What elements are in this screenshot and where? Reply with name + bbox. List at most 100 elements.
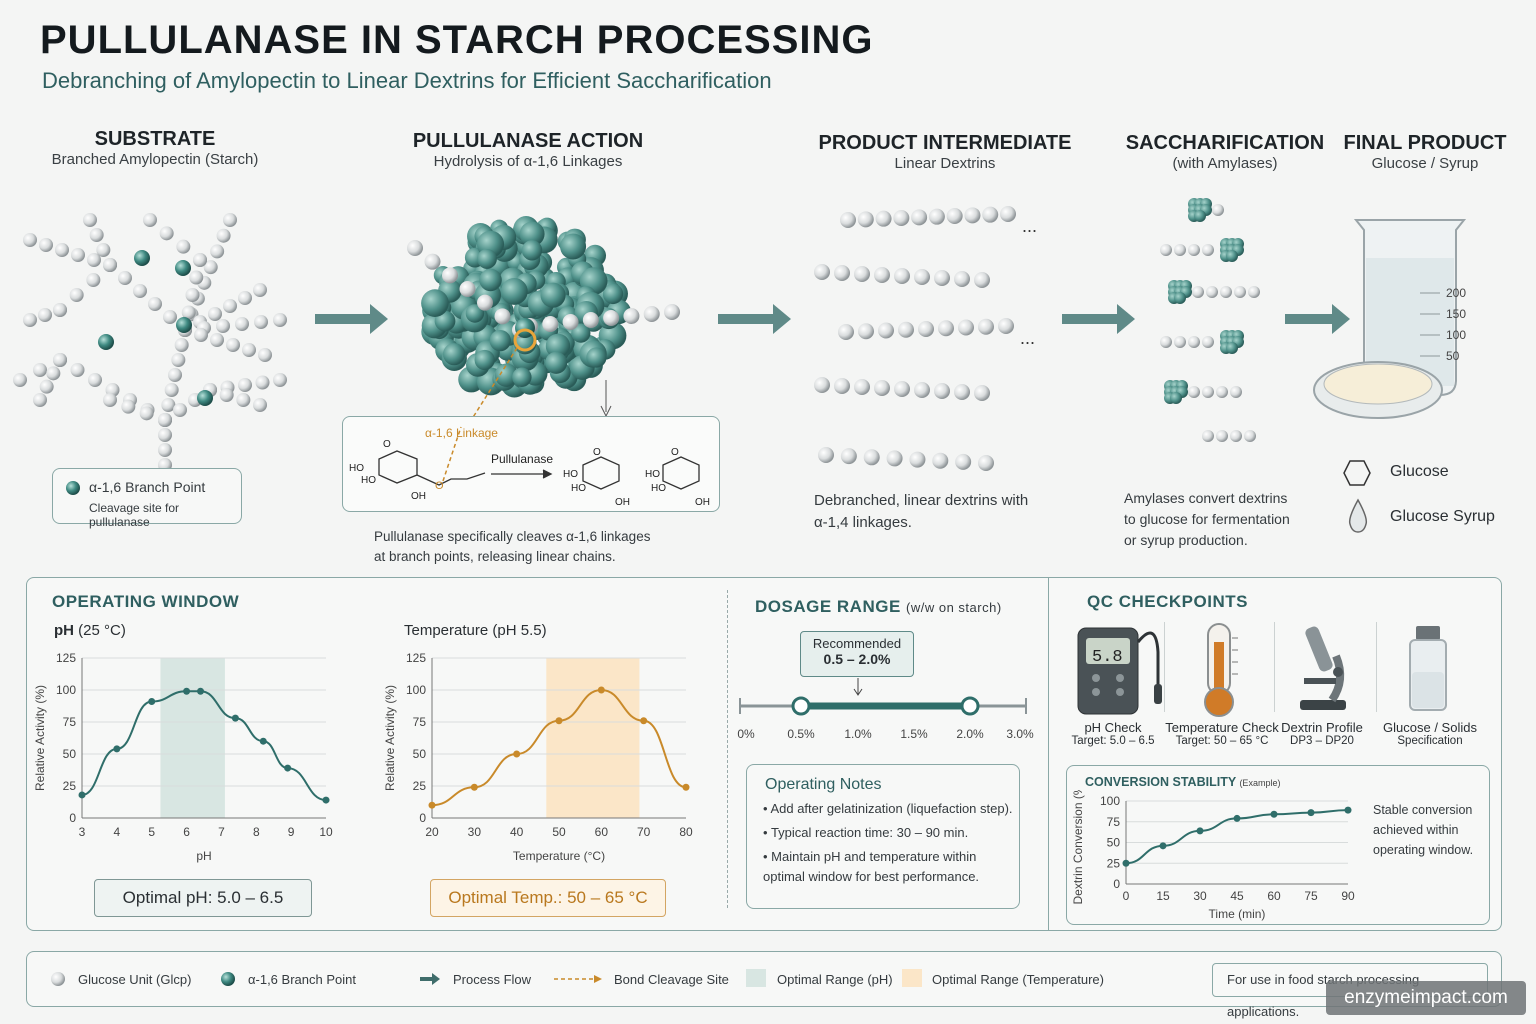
intermediate-caption: Debranched, linear dextrins with α-1,4 l… [814, 490, 1028, 534]
data-point [322, 796, 330, 804]
protein-atom [479, 268, 502, 292]
glucose-bead [235, 317, 249, 331]
temp-chart-cond: (pH 5.5) [492, 622, 547, 639]
stage-pullulanase: PULLULANASE ACTION Hydrolysis of α-1,6 L… [400, 130, 656, 170]
ph-meter-icon: 5.8 [1077, 627, 1162, 715]
branch-point-bead [134, 250, 150, 266]
glucose-bead [255, 375, 270, 390]
glucose-bead [148, 297, 162, 311]
data-point [113, 745, 121, 753]
notes-list: • Add after gelatinization (liquefaction… [763, 799, 1013, 887]
ho-label: HO [651, 483, 666, 494]
glucose-bead [932, 452, 949, 469]
glucose-bead [1188, 386, 1200, 398]
data-point [1233, 814, 1241, 822]
oh-label: OH [411, 491, 426, 502]
stage-sub: Glucose / Syrup [1371, 155, 1479, 172]
glucose-bead [163, 310, 177, 324]
glucose-bead [894, 381, 910, 397]
glucose-bead [494, 308, 511, 325]
teal-swatch-icon [746, 969, 766, 987]
glucose-bead [174, 338, 189, 352]
qc-item-label: Temperature Check [1165, 720, 1279, 735]
glucose-bead [87, 253, 101, 267]
recommended-pointer [853, 678, 863, 696]
qc-item-sub: Target: 50 – 65 °C [1175, 735, 1269, 747]
ellipsis: ... [1022, 216, 1037, 236]
divider [1164, 622, 1165, 712]
optimal-range-band [160, 658, 225, 818]
stage-substrate: SUBSTRATE Branched Amylopectin (Starch) [40, 128, 270, 168]
petri-dish-icon [1313, 361, 1443, 419]
stability-title: CONVERSION STABILITY (Example) [1085, 775, 1280, 789]
glucose-bead [193, 253, 207, 267]
recommended-value: 0.5 – 2.0% [823, 651, 891, 667]
glucose-bead [173, 403, 187, 417]
x-tick-label: 80 [679, 825, 693, 839]
glucose-bead [1174, 244, 1186, 256]
x-axis-label: pH [196, 849, 211, 863]
x-tick-label: 70 [637, 825, 651, 839]
qc-item-ph: pH Check Target: 5.0 – 6.5 [1066, 720, 1160, 747]
x-tick-label: 40 [510, 825, 524, 839]
data-point [1122, 859, 1130, 867]
glucose-bead [273, 313, 287, 327]
protein-atom [545, 351, 568, 374]
glucose-bead [171, 353, 186, 367]
reaction-box: α-1,6 Linkage Pullulanase HO HO OH O O H… [342, 416, 720, 512]
branch-point-bead [98, 334, 114, 350]
glucose-bead [133, 284, 147, 298]
droplet-icon [1348, 498, 1368, 533]
dosage-range-slider: 0%0.5%1.0%1.5%2.0%3.0% [737, 678, 1034, 741]
data-point [1270, 810, 1278, 818]
note-item: • Add after gelatinization (liquefaction… [763, 801, 1013, 816]
glucose-bead [158, 443, 172, 457]
glucose-bead [814, 377, 830, 393]
glucose-bead [1206, 286, 1218, 298]
ph-chart-title: pH (25 °C) [54, 622, 126, 639]
glucose-bead [1188, 336, 1200, 348]
glucose-bead [223, 213, 237, 227]
dosage-tick-label: 1.0% [844, 727, 872, 741]
glucose-bead [1202, 244, 1214, 256]
stage-title: PULLULANASE ACTION [412, 130, 644, 152]
x-tick-label: 7 [218, 825, 225, 839]
temp-chart-title: Temperature (pH 5.5) [404, 622, 547, 639]
glucose-bead [857, 211, 874, 228]
qc-item-label: Dextrin Profile [1281, 720, 1363, 735]
glucose-bead [643, 306, 660, 322]
y-tick-label: 50 [63, 747, 77, 761]
dosage-tick-label: 1.5% [900, 727, 928, 741]
glucose-bead [121, 399, 136, 414]
glucose-bead [53, 353, 67, 367]
y-tick-label: 75 [63, 715, 77, 729]
y-axis-label: Relative Activity (%) [383, 685, 397, 791]
glucose-bead [71, 248, 85, 262]
amylase-enzyme [1170, 392, 1182, 404]
dashed-line-icon [554, 975, 602, 983]
glucose-bead [1244, 430, 1256, 442]
y-tick-label: 25 [63, 779, 77, 793]
dosage-title: DOSAGE RANGE (w/w on starch) [755, 597, 1002, 617]
stage-intermediate: PRODUCT INTERMEDIATE Linear Dextrins [810, 132, 1080, 172]
caption-line: operating window. [1373, 843, 1474, 857]
o-label: O [671, 447, 679, 458]
glucose-bead [840, 448, 857, 465]
branch-point-key: α-1,6 Branch Point Cleavage site for pul… [52, 468, 242, 529]
dosage-title-text: DOSAGE RANGE [755, 597, 901, 616]
glucose-bead [878, 322, 894, 339]
orange-swatch-icon [902, 969, 922, 987]
temp-optimal-badge: Optimal Temp.: 50 – 65 °C [430, 879, 666, 917]
glucose-bead [89, 228, 104, 242]
branch-point-bead [197, 390, 213, 406]
process-arrows [315, 304, 1350, 334]
protein-atom [477, 248, 497, 269]
glucose-bead [1160, 244, 1172, 256]
caption-line: Debranched, linear dextrins with [814, 492, 1029, 509]
glucose-bead [834, 265, 850, 281]
data-point [513, 750, 521, 758]
glucose-bead [893, 210, 910, 226]
glucose-bead [118, 271, 132, 285]
glucose-bead [143, 213, 157, 227]
